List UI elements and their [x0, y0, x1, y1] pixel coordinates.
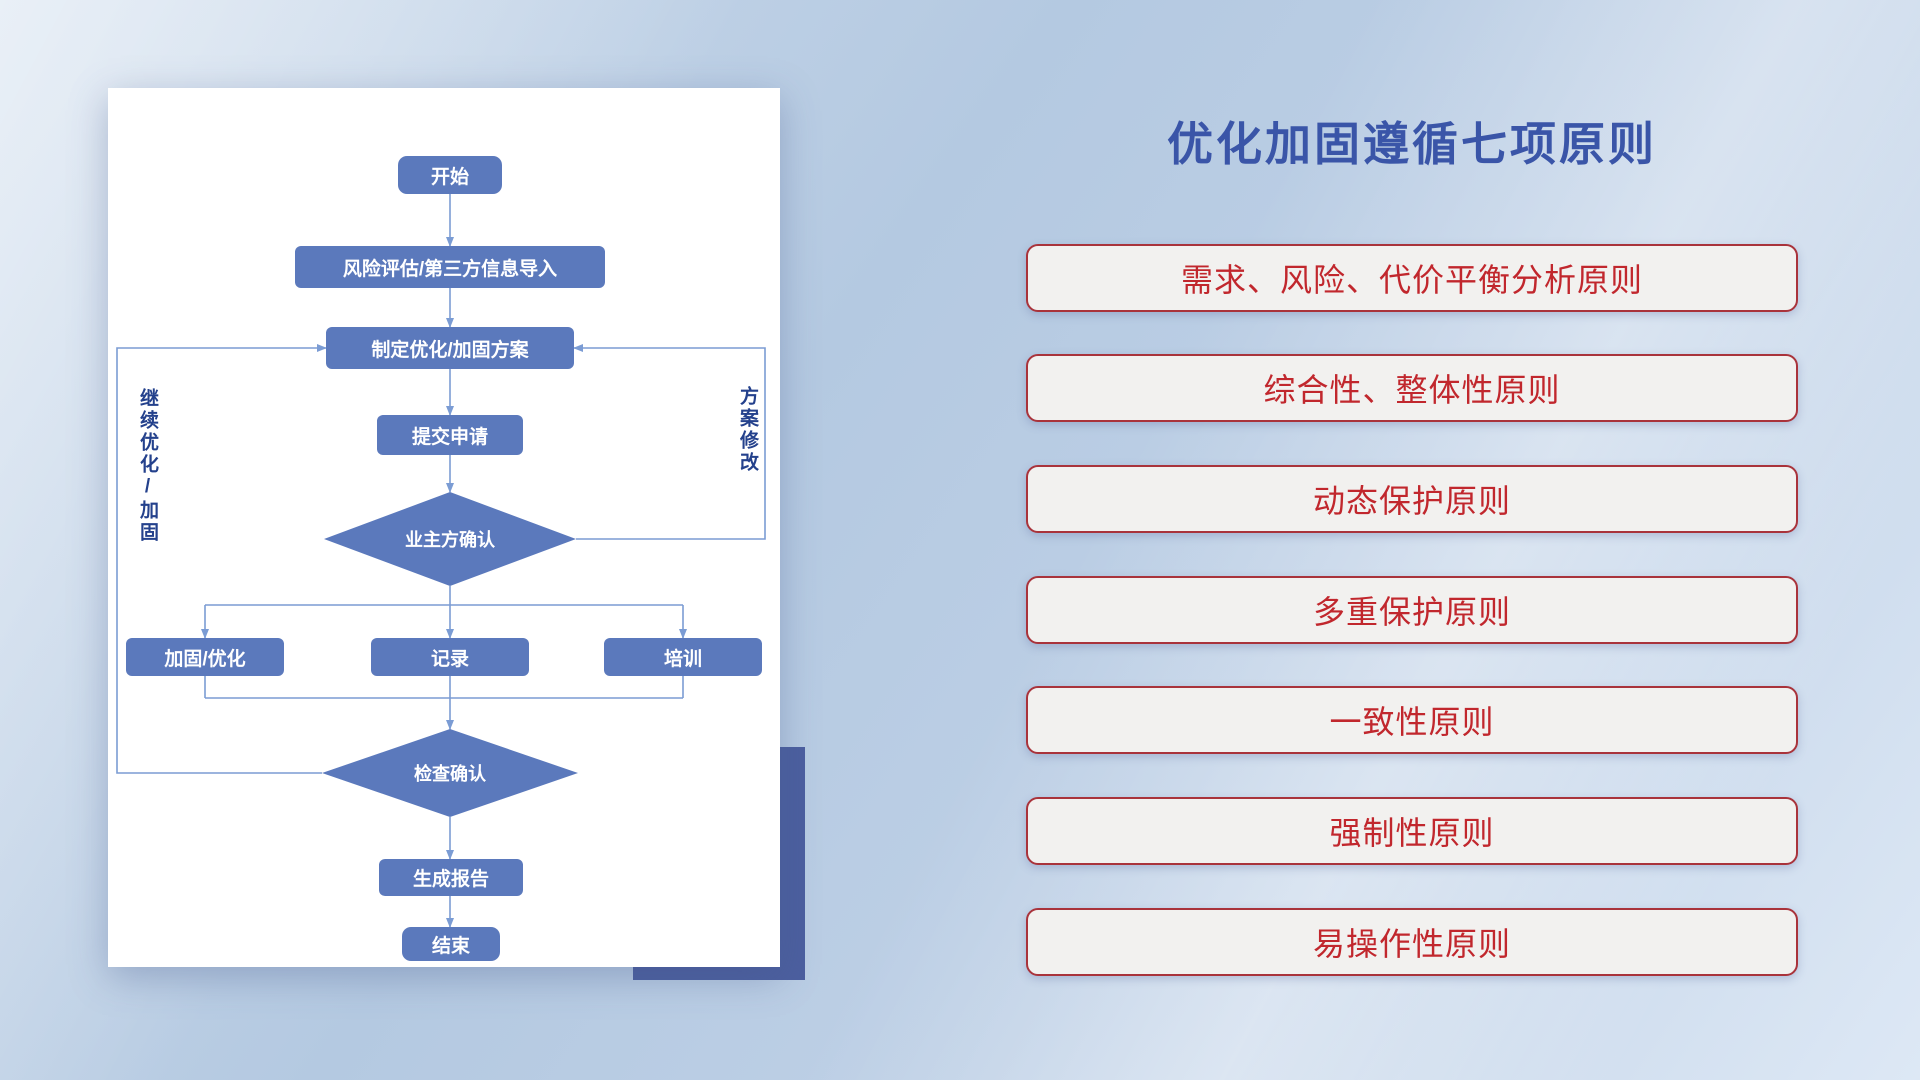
principle-text-1: 需求、风险、代价平衡分析原则 [1180, 262, 1643, 298]
branch-lines [201, 586, 687, 639]
principle-text-4: 多重保护原则 [1312, 594, 1511, 630]
flowchart-card: 开始 风险评估/第三方信息导入 制定优化/加固方案 提交申请 业主方确认 加固/… [108, 88, 780, 967]
flow-node-training: 培训 [604, 638, 762, 676]
principle-card-1: 需求、风险、代价平衡分析原则 [1026, 244, 1798, 312]
principle-text-7: 易操作性原则 [1312, 926, 1511, 962]
principle-card-6: 强制性原则 [1026, 797, 1798, 865]
principle-text-3: 动态保护原则 [1312, 483, 1511, 519]
flow-node-make-plan: 制定优化/加固方案 [326, 327, 574, 369]
flowchart-connectors [116, 194, 766, 928]
right-loop [573, 344, 766, 540]
principle-text-5: 一致性原则 [1329, 704, 1495, 740]
flow-node-generate-report: 生成报告 [379, 859, 523, 896]
flow-node-risk-assessment: 风险评估/第三方信息导入 [295, 246, 605, 288]
merge-lines [204, 676, 684, 730]
principle-card-4: 多重保护原则 [1026, 576, 1798, 644]
principle-card-5: 一致性原则 [1026, 686, 1798, 754]
left-loop [116, 344, 327, 774]
flow-label-continue-optimize: 继续优化/加固 [137, 388, 158, 544]
flow-label-plan-modification: 方案修改 [737, 386, 758, 474]
page-title: 优化加固遵循七项原则 [1167, 118, 1657, 170]
flow-node-submit-application: 提交申请 [377, 415, 523, 455]
flow-node-start: 开始 [398, 156, 502, 194]
principle-card-2: 综合性、整体性原则 [1026, 354, 1798, 422]
principle-card-3: 动态保护原则 [1026, 465, 1798, 533]
principle-card-7: 易操作性原则 [1026, 908, 1798, 976]
principle-text-6: 强制性原则 [1329, 815, 1495, 851]
flow-node-reinforce-optimize: 加固/优化 [126, 638, 284, 676]
principle-text-2: 综合性、整体性原则 [1263, 372, 1561, 408]
flow-node-end: 结束 [402, 927, 500, 961]
flow-connector-group [116, 194, 766, 928]
flow-node-record: 记录 [371, 638, 529, 676]
